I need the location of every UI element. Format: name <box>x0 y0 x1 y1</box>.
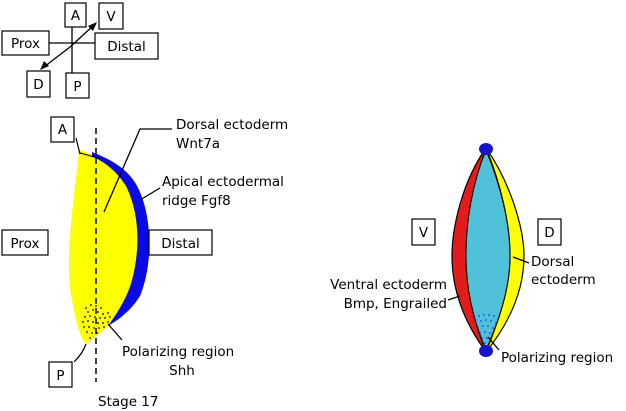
polarizing-leader-left <box>107 323 123 341</box>
dorsal-top-line <box>79 152 101 160</box>
key-box-distal <box>94 32 159 60</box>
dorsal-ectoderm-leader-right <box>512 256 530 264</box>
polarizing-leader-right <box>487 336 500 351</box>
dorsal-tip <box>479 143 493 155</box>
key-box-anterior <box>64 2 87 28</box>
box-distal <box>148 229 213 256</box>
key-label-ventral: V <box>106 9 116 25</box>
ventral-tip <box>479 345 493 357</box>
axes-key: A V Prox Distal D P <box>1 2 159 99</box>
apical-ectodermal-ridge <box>92 152 150 326</box>
label-ventral-line2: Bmp, Engrailed <box>344 296 447 312</box>
key-dv-arrow-line-down <box>43 46 71 68</box>
label-dorsal-line1: Dorsal <box>531 254 574 270</box>
label-dorsal-ectoderm: Dorsal ectoderm <box>176 117 288 133</box>
key-box-posterior <box>65 72 90 99</box>
key-label-dorsal: D <box>33 77 43 93</box>
arrow-up-right-icon <box>88 22 97 31</box>
label-distal: Distal <box>161 236 200 252</box>
key-label-posterior: P <box>73 79 81 95</box>
key-box-ventral <box>98 2 124 30</box>
box-ventral <box>411 218 436 246</box>
aer-leader <box>139 187 161 201</box>
label-ventral: V <box>419 225 429 241</box>
dorsal-ectoderm-leader <box>103 128 172 213</box>
box-anterior <box>50 116 75 143</box>
label-aer-line2: ridge Fgf8 <box>162 193 231 209</box>
key-label-anterior: A <box>71 8 81 24</box>
label-ventral-line1: Ventral ectoderm <box>330 277 447 293</box>
polarizing-dots-right <box>473 314 500 344</box>
limb-bud-left: A Prox Distal P Dorsal ectoderm Wnt7a Ap… <box>1 116 288 410</box>
label-polarizing-region-left: Polarizing region <box>122 344 234 360</box>
label-aer-line1: Apical ectodermal <box>162 174 284 190</box>
cross-section-right: V D Dorsal ectoderm Ventral ectoderm Bmp… <box>330 143 613 366</box>
arrow-down-left-icon <box>40 61 49 70</box>
key-box-dorsal <box>26 70 51 98</box>
label-dorsal-line2: ectoderm <box>531 272 596 288</box>
label-anterior: A <box>58 122 68 138</box>
key-dv-arrow-line-up <box>69 24 95 48</box>
box-posterior <box>48 361 73 388</box>
posterior-edge-line <box>73 343 87 363</box>
anterior-edge-line <box>75 137 81 155</box>
label-dorsal: D <box>544 225 554 241</box>
label-polarizing-region-right: Polarizing region <box>501 350 613 366</box>
mesenchyme <box>69 150 138 344</box>
label-stage: Stage 17 <box>98 394 158 410</box>
box-dorsal <box>537 218 562 246</box>
label-wnt7a: Wnt7a <box>176 136 220 152</box>
key-label-proximal: Prox <box>11 36 40 52</box>
key-label-distal: Distal <box>107 39 146 55</box>
box-proximal <box>1 229 49 256</box>
ventral-ectoderm-leader <box>447 295 461 301</box>
label-posterior: P <box>56 368 64 384</box>
polarizing-dots-left <box>82 304 111 339</box>
key-box-proximal <box>1 30 50 56</box>
label-shh: Shh <box>169 363 195 379</box>
label-proximal: Prox <box>11 236 40 252</box>
